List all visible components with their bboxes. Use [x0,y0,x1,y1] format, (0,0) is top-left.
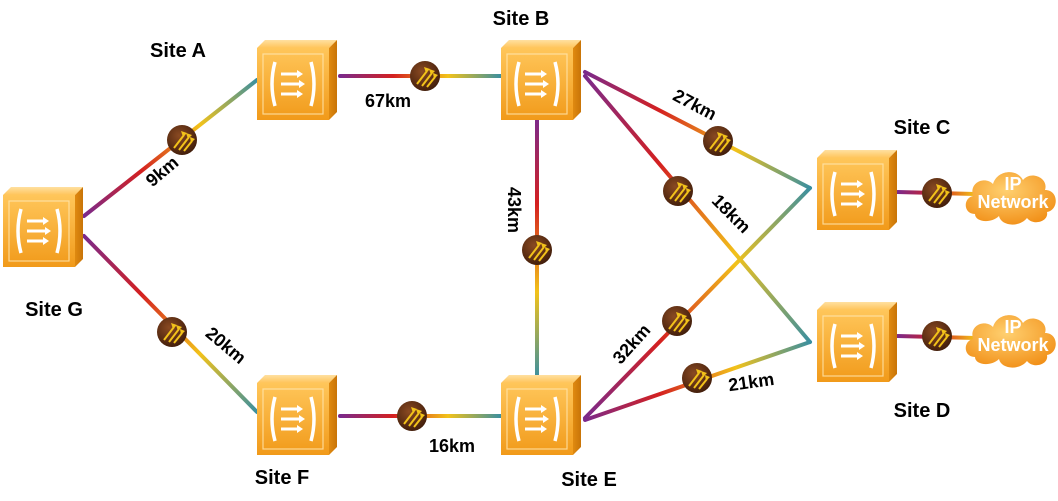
amplifier-icon [662,175,694,207]
site-labels: Site A Site B Site C Site D Site E Site … [25,8,950,491]
cloud-label-line2: Network [977,192,1049,212]
distance-label-f-e: 16km [429,436,475,456]
site-f-label: Site F [255,467,309,489]
cloud-icon [965,315,1056,368]
site-a-device-icon[interactable] [255,38,339,122]
cloud-label-line2: Network [977,335,1049,355]
amplifier-icon [166,124,198,156]
distance-label-a-b: 67km [365,91,411,111]
cloud-icon [965,172,1056,225]
amplifier-icon [409,60,441,92]
ip-network-cloud-c[interactable]: IP Network [965,172,1056,225]
site-g-device-icon[interactable] [1,185,85,269]
fiber-link-b-d [583,74,812,344]
site-f-device-icon[interactable] [255,373,339,457]
distance-label-b-e: 43km [504,187,524,233]
site-c-device-icon[interactable] [815,148,899,232]
site-g-label: Site G [25,299,83,321]
devices [1,38,899,457]
distance-labels: 9km 67km 27km 18km 43km 20km 16km 32km 2… [142,85,775,456]
amplifier-icon [702,125,734,157]
distance-label-g-a: 9km [142,152,182,190]
site-e-label: Site E [561,469,617,491]
site-d-label: Site D [894,400,951,422]
amplifier-icon [156,316,188,348]
amplifier-icon [661,305,693,337]
site-a-label: Site A [150,40,206,62]
amplifier-icon [681,362,713,394]
site-b-label: Site B [493,8,550,30]
site-d-device-icon[interactable] [815,300,899,384]
fiber-link-b-c [583,70,812,190]
amplifier-icon [396,400,428,432]
amplifier-icon [921,320,953,352]
distance-label-e-d: 21km [727,369,775,395]
distance-label-e-c: 32km [609,320,655,368]
site-c-label: Site C [894,117,951,139]
cloud-label-line1: IP [1004,174,1021,194]
fiber-link-e-c [583,186,812,420]
cloud-label-line1: IP [1004,317,1021,337]
cloud-links [896,190,976,340]
amplifier-icon [521,234,553,266]
amplifier-icon [921,177,953,209]
ip-network-cloud-d[interactable]: IP Network [965,315,1056,368]
site-b-device-icon[interactable] [499,38,583,122]
site-e-device-icon[interactable] [499,373,583,457]
